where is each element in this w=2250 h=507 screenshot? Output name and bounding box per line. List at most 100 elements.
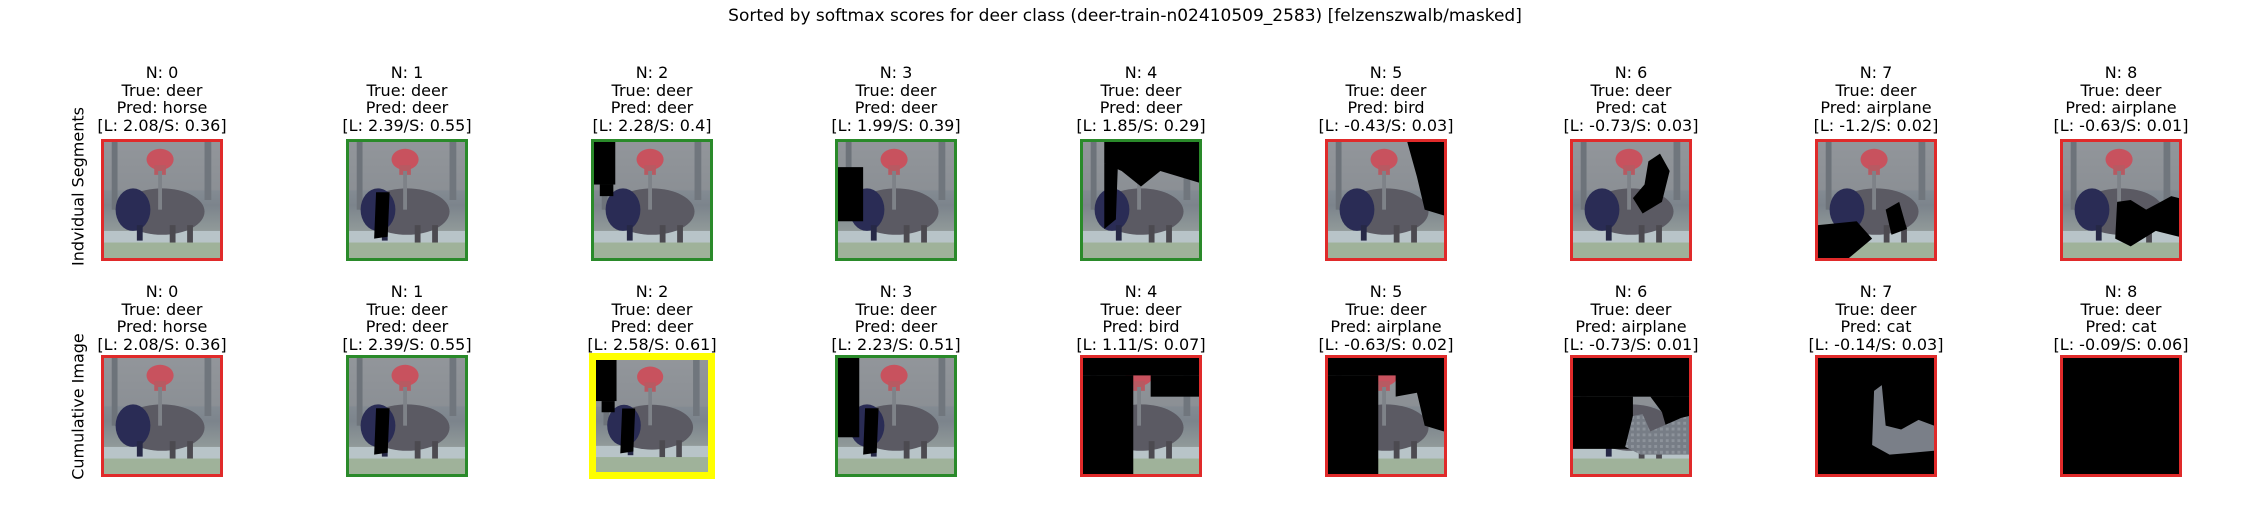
thumbnail-individual-n0 [101,139,223,261]
thumbnail-cumulative-n1 [346,355,468,477]
deer-thumbnail-image [1083,142,1199,258]
thumbnail-individual-n2 [591,139,713,261]
thumbnail-individual-n6 [1570,139,1692,261]
logit-softmax-score: [L: 2.39/S: 0.55] [342,115,472,135]
deer-thumbnail-image [104,142,220,258]
thumbnail-individual-n1 [346,139,468,261]
segment-index-label: N: 2 [635,282,669,301]
logit-softmax-score: [L: -0.63/S: 0.02] [1318,334,1454,354]
predicted-class-label: Pred: airplane [1820,98,1932,117]
true-class-label: True: deer [1100,80,1182,100]
deer-thumbnail-image [1573,142,1689,258]
thumbnail-individual-n4 [1080,139,1202,261]
true-class-label: True: deer [1345,80,1427,100]
segment-index-label: N: 1 [390,63,424,82]
deer-thumbnail-image [2063,142,2179,258]
thumbnail-individual-n7 [1815,139,1937,261]
thumbnail-cumulative-n2 [589,353,715,479]
predicted-class-label: Pred: airplane [2065,98,2177,117]
true-class-label: True: deer [1835,299,1917,319]
predicted-class-label: Pred: cat [2085,317,2157,336]
predicted-class-label: Pred: cat [1595,98,1667,117]
logit-softmax-score: [L: 2.58/S: 0.61] [587,334,717,354]
true-class-label: True: deer [1835,80,1917,100]
true-class-label: True: deer [366,299,448,319]
segment-index-label: N: 4 [1124,63,1158,82]
logit-softmax-score: [L: -0.43/S: 0.03] [1318,115,1454,135]
logit-softmax-score: [L: -0.14/S: 0.03] [1808,334,1944,354]
predicted-class-label: Pred: deer [365,98,449,117]
predicted-class-label: Pred: horse [116,98,208,117]
predicted-class-label: Pred: deer [854,98,938,117]
true-class-label: True: deer [1590,299,1672,319]
segment-index-label: N: 3 [879,282,913,301]
deer-thumbnail-image [349,142,465,258]
true-class-label: True: deer [2080,299,2162,319]
deer-thumbnail-image [838,358,954,474]
deer-thumbnail-image [596,360,708,472]
predicted-class-label: Pred: bird [1347,98,1425,117]
predicted-class-label: Pred: deer [610,98,694,117]
segment-index-label: N: 3 [879,63,913,82]
logit-softmax-score: [L: 2.08/S: 0.36] [97,334,227,354]
predicted-class-label: Pred: airplane [1575,317,1687,336]
segment-index-label: N: 5 [1369,63,1403,82]
logit-softmax-score: [L: 1.99/S: 0.39] [831,115,961,135]
logit-softmax-score: [L: 1.85/S: 0.29] [1076,115,1206,135]
logit-softmax-score: [L: -1.2/S: 0.02] [1813,115,1939,135]
thumbnail-individual-n8 [2060,139,2182,261]
thumbnail-cumulative-n5 [1325,355,1447,477]
deer-thumbnail-image [1328,142,1444,258]
thumbnail-cumulative-n3 [835,355,957,477]
deer-thumbnail-image [838,142,954,258]
predicted-class-label: Pred: bird [1102,317,1180,336]
predicted-class-label: Pred: deer [1099,98,1183,117]
true-class-label: True: deer [855,299,937,319]
predicted-class-label: Pred: horse [116,317,208,336]
true-class-label: True: deer [1100,299,1182,319]
deer-thumbnail-image [1328,358,1444,474]
segment-index-label: N: 7 [1859,63,1893,82]
deer-thumbnail-image [2063,358,2179,474]
thumbnail-cumulative-n8 [2060,355,2182,477]
logit-softmax-score: [L: -0.73/S: 0.01] [1563,334,1699,354]
thumbnail-individual-n3 [835,139,957,261]
figure-title: Sorted by softmax scores for deer class … [728,6,1522,26]
predicted-class-label: Pred: deer [365,317,449,336]
deer-thumbnail-image [1818,358,1934,474]
segment-index-label: N: 2 [635,63,669,82]
segment-index-label: N: 8 [2104,282,2138,301]
segment-index-label: N: 0 [145,282,179,301]
logit-softmax-score: [L: -0.63/S: 0.01] [2053,115,2189,135]
thumbnail-cumulative-n0 [101,355,223,477]
predicted-class-label: Pred: deer [610,317,694,336]
true-class-label: True: deer [121,299,203,319]
logit-softmax-score: [L: 2.28/S: 0.4] [592,115,712,135]
deer-thumbnail-image [349,358,465,474]
thumbnail-individual-n5 [1325,139,1447,261]
segment-index-label: N: 4 [1124,282,1158,301]
predicted-class-label: Pred: deer [854,317,938,336]
